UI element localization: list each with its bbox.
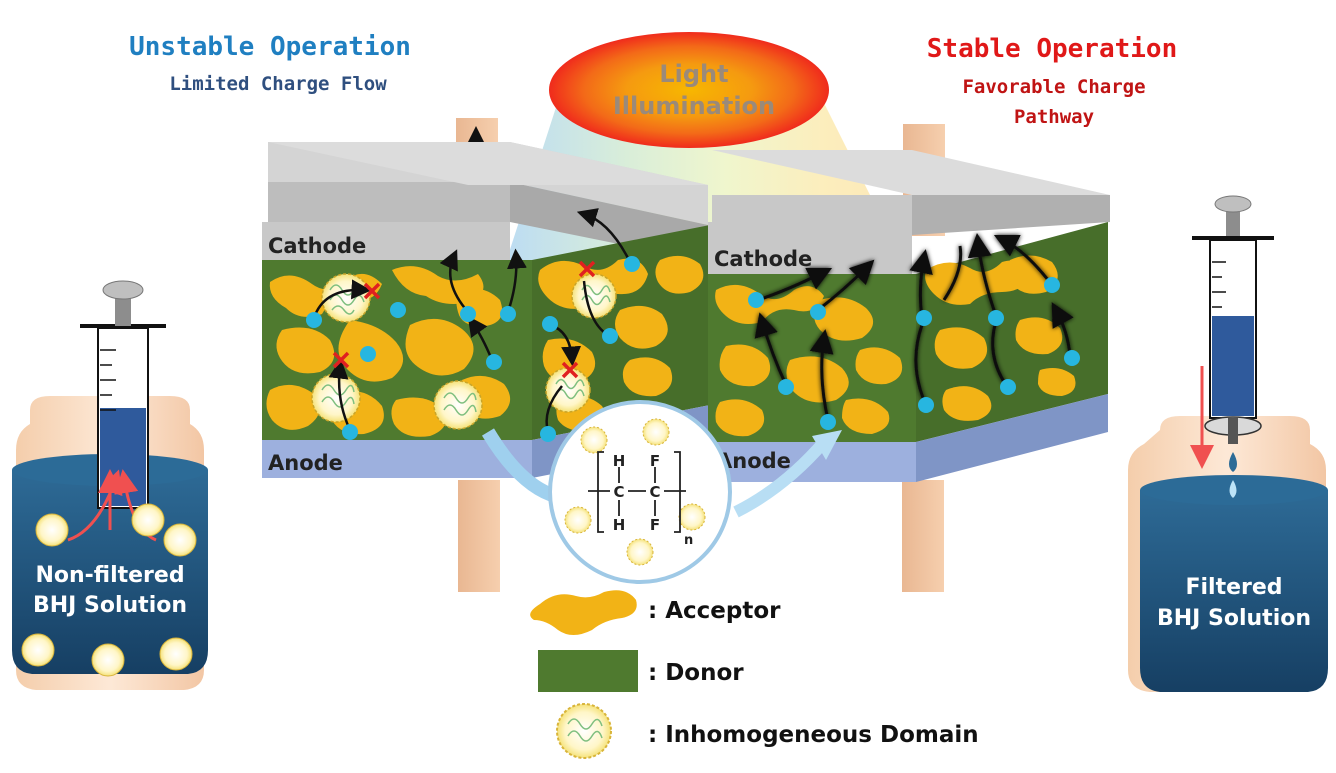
left-cathode-band [262, 222, 510, 260]
legend: : Acceptor : Donor : Inhomogeneous Domai… [530, 590, 979, 759]
left-blocked-marks [332, 260, 596, 379]
filter-arrow-out-head [812, 430, 842, 460]
right-vial-label-line2: BHJ Solution [1157, 606, 1311, 631]
filter-arrow-out [733, 438, 829, 518]
legend-donor-label: : Donor [648, 660, 744, 686]
right-solution [1140, 479, 1328, 692]
left-cathode-top-face [268, 142, 708, 185]
right-cathode-side [912, 195, 1110, 235]
right-subtitle-line1: Favorable Charge [962, 76, 1145, 98]
domain-3 [433, 380, 483, 430]
right-syringe-fill [1212, 316, 1254, 416]
right-drop-falling [1229, 480, 1237, 498]
right-drop [1229, 452, 1237, 472]
legend-acceptor-swatch [530, 590, 637, 635]
left-vial-label-line2: BHJ Solution [33, 593, 187, 618]
right-title: Stable Operation [927, 34, 1177, 64]
right-anode-side [916, 394, 1108, 482]
polymer-c-right: C [649, 483, 660, 501]
polymer-f-bottom: F [650, 516, 660, 534]
pvdf-polymer-inset: H C H F C F n [548, 400, 732, 584]
left-domains [311, 273, 617, 430]
left-cathode-label: Cathode [268, 234, 366, 258]
polymer-c-left: C [613, 483, 624, 501]
left-subtitle: Limited Charge Flow [169, 73, 387, 95]
right-vial: Filtered BHJ Solution [1128, 195, 1328, 692]
polymer-h-top: H [613, 452, 626, 470]
right-cathode-top [712, 150, 1110, 195]
left-cathode-front [268, 182, 510, 222]
right-electrons [748, 277, 1080, 430]
light-source [549, 32, 829, 148]
left-electrons [306, 256, 640, 442]
legend-domain-swatch [556, 703, 612, 759]
light-label-line2: Illumination [613, 92, 775, 120]
right-device: Cathode Anode [708, 121, 1110, 592]
right-cathode-band [708, 222, 912, 274]
left-device-stand [458, 480, 500, 592]
left-vial-label-line1: Non-filtered [35, 563, 184, 588]
left-solution-domains [21, 503, 197, 677]
legend-domain-label: : Inhomogeneous Domain [648, 722, 979, 748]
legend-acceptor-label: : Acceptor [648, 598, 781, 624]
polymer-f-top: F [650, 452, 660, 470]
domain-5 [545, 367, 591, 413]
left-title: Unstable Operation [129, 32, 411, 62]
left-anode-label: Anode [268, 451, 343, 475]
right-subtitle-line2: Pathway [1014, 106, 1094, 128]
left-device: Cathode Anode [262, 118, 710, 592]
left-syringe-fill [100, 408, 146, 506]
right-cathode-label: Cathode [714, 247, 812, 271]
polymer-n: n [684, 533, 693, 548]
domain-4 [571, 273, 617, 319]
legend-donor-swatch [538, 650, 638, 692]
right-vial-label-line1: Filtered [1185, 575, 1282, 600]
right-device-stand [902, 480, 944, 592]
left-anode-front [262, 440, 532, 478]
light-label-line1: Light [659, 60, 728, 88]
left-vial: Non-filtered BHJ Solution [12, 280, 208, 690]
polymer-h-bottom: H [613, 516, 626, 534]
